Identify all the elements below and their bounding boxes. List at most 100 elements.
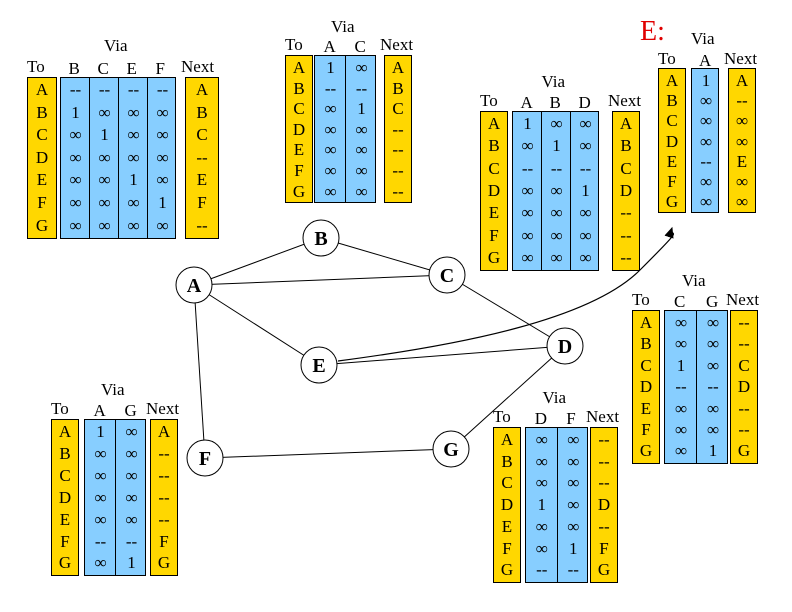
next-hop-cell: -- (620, 225, 632, 245)
cost-cell: ∞ (94, 465, 107, 485)
destination-cell: D (292, 119, 306, 139)
cost-cell: ∞ (706, 334, 720, 354)
cost-cell: 1 (158, 193, 167, 212)
destination-cell: D (35, 147, 49, 167)
cost-cell: ∞ (94, 553, 107, 573)
node-g: G (432, 430, 470, 468)
destination-cell: D (58, 487, 72, 507)
destination-cell: G (500, 560, 514, 580)
destination-cell: C (36, 125, 48, 145)
destination-cell: F (502, 538, 512, 558)
edge-a-b (193, 237, 322, 286)
cost-cell: ∞ (567, 473, 580, 493)
next-hop-cell: B (392, 78, 404, 98)
next-hop-cell: -- (598, 451, 610, 471)
cost-cell: ∞ (521, 180, 534, 200)
next-hop-cell: C (392, 99, 404, 119)
cost-cell: ∞ (567, 451, 580, 471)
via-cost-block: 1∞∞∞--∞∞ (691, 68, 719, 213)
cost-cell: -- (579, 158, 592, 178)
node-a: A (175, 266, 213, 304)
next-header: Next (380, 35, 414, 54)
next-hop-cell: -- (196, 147, 208, 167)
cost-cell: ∞ (127, 193, 140, 212)
cost-cell: ∞ (521, 136, 534, 156)
column-divider (147, 78, 148, 238)
node-d: D (546, 327, 584, 365)
via-header: Via (541, 72, 566, 91)
cost-cell: -- (550, 158, 563, 178)
next-hop-cell: A (195, 80, 209, 99)
cost-cell: ∞ (156, 102, 169, 122)
cost-cell: ∞ (127, 102, 140, 122)
node-label: D (558, 336, 572, 358)
via-header: Via (101, 380, 125, 399)
cost-cell: ∞ (355, 58, 368, 77)
destination-cell: F (37, 193, 47, 212)
node-label: B (314, 228, 327, 250)
destination-cell: C (666, 111, 678, 131)
destination-cell: E (36, 170, 48, 190)
next-hop-cell: E (196, 170, 208, 190)
via-header: Via (542, 388, 567, 407)
cost-cell: 1 (581, 180, 590, 200)
column-divider (541, 112, 542, 270)
cost-cell: ∞ (156, 147, 169, 167)
cost-cell: -- (521, 158, 534, 178)
next-hop-cell: -- (738, 420, 750, 439)
cost-cell: ∞ (69, 147, 82, 167)
cost-cell: ∞ (567, 516, 580, 536)
cost-cell: ∞ (674, 420, 688, 439)
next-hop-cell: B (196, 102, 208, 122)
cost-cell: ∞ (98, 147, 111, 167)
next-hop-cell: A (157, 422, 171, 441)
cost-cell: ∞ (355, 181, 368, 201)
cost-cell: ∞ (579, 136, 592, 156)
next-hop-cell: -- (392, 119, 404, 139)
via-column-header: A (323, 37, 336, 56)
cost-cell: ∞ (706, 420, 720, 439)
next-hop-cell: F (197, 193, 207, 212)
destination-cell: A (292, 58, 306, 77)
next-header: Next (724, 49, 758, 68)
cost-cell: -- (98, 80, 111, 99)
edge-g-d (450, 345, 566, 450)
cost-cell: ∞ (324, 99, 337, 119)
next-hop-cell: G (737, 441, 751, 461)
cost-cell: 1 (129, 170, 138, 190)
cost-cell: ∞ (567, 495, 580, 515)
destination-cell: E (501, 516, 513, 536)
cost-cell: ∞ (579, 225, 592, 245)
next-header: Next (608, 91, 642, 110)
next-hop-cell: -- (392, 140, 404, 160)
destination-cell: E (293, 140, 305, 160)
next-hop-cell: A (619, 114, 633, 133)
cost-cell: ∞ (535, 430, 548, 449)
to-header: To (27, 57, 45, 76)
cost-cell: ∞ (324, 140, 337, 160)
via-column-header: A (699, 51, 712, 70)
next-hop-cell: ∞ (735, 192, 749, 212)
cost-cell: -- (355, 78, 368, 98)
cost-cell: -- (567, 560, 579, 580)
cost-cell: 1 (552, 136, 561, 156)
cost-cell: -- (324, 78, 337, 98)
via-column-header: F (155, 59, 165, 78)
via-column-header: D (534, 409, 548, 428)
via-cost-block: 1∞----∞1∞∞∞∞∞∞∞∞ (314, 55, 376, 203)
destination-cell: B (501, 451, 513, 471)
destination-cell: C (293, 99, 305, 119)
cost-cell: -- (707, 377, 719, 397)
to-header: To (480, 91, 498, 110)
cost-cell: 1 (569, 538, 578, 558)
via-cost-block: ∞∞∞∞1∞----∞∞∞∞∞1 (664, 310, 728, 464)
cost-cell: ∞ (535, 451, 548, 471)
next-hop-column: A--∞∞E∞∞ (728, 68, 756, 213)
next-hop-cell: E (736, 151, 748, 171)
table-e-title: E: (640, 16, 665, 47)
